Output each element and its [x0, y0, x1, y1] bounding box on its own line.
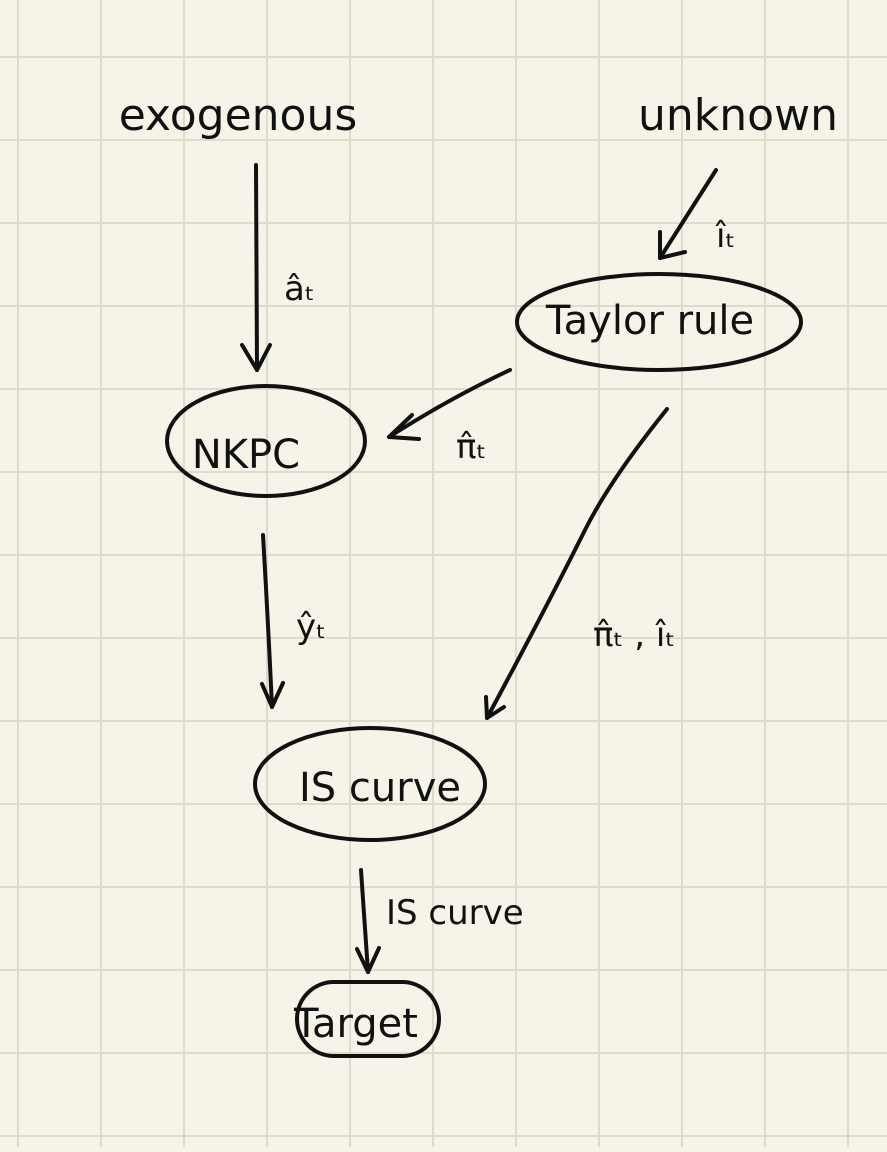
- edge-nkpc-to-is-curve: [260, 533, 285, 709]
- unknown-label: unknown: [638, 90, 838, 141]
- edge-unknown-to-taylor: [658, 168, 718, 260]
- edge-is-curve-to-target-arrowhead: [355, 946, 381, 974]
- is-curve-ellipse: [253, 726, 487, 842]
- edge-unknown-to-taylor-arrowhead: [658, 230, 687, 260]
- edge-taylor-to-is-curve-arrowhead: [484, 695, 506, 720]
- edge-nkpc-to-is-curve-line: [261, 533, 274, 709]
- edge-taylor-to-is-curve-line: [485, 407, 669, 720]
- is-curve-label: IS curve: [299, 765, 461, 811]
- edge-label-pi-i: π̂ₜ , îₜ: [593, 615, 675, 655]
- edge-taylor-to-nkpc: [387, 368, 512, 441]
- nkpc-ellipse: [165, 384, 367, 498]
- edge-nkpc-to-is-curve-arrowhead: [260, 681, 285, 709]
- node-taylor-rule: Taylor rule: [515, 272, 803, 372]
- node-nkpc: NKPC: [165, 384, 367, 498]
- edge-exogenous-to-nkpc-arrowhead: [240, 343, 272, 372]
- exogenous-label: exogenous: [119, 90, 358, 141]
- nkpc-label: NKPC: [192, 432, 300, 478]
- node-target: Target: [293, 980, 441, 1058]
- edge-exogenous-to-nkpc: [240, 163, 272, 372]
- target-shape: [295, 980, 441, 1058]
- node-is-curve: IS curve: [253, 726, 487, 842]
- taylor-rule-label: Taylor rule: [545, 298, 754, 344]
- edge-exogenous-to-nkpc-line: [254, 163, 259, 372]
- edge-taylor-to-is-curve: [484, 407, 669, 720]
- edge-label-pi-t: π̂ₜ: [456, 427, 487, 467]
- edge-taylor-to-nkpc-line: [387, 368, 512, 439]
- edge-is-curve-to-target: [355, 868, 381, 974]
- taylor-rule-ellipse: [515, 272, 803, 372]
- edge-is-curve-to-target-line: [359, 868, 370, 974]
- edge-label-i-t: îₜ: [715, 216, 735, 256]
- edge-label-a-t: âₜ: [284, 269, 315, 309]
- edge-label-is-curve: IS curve: [386, 893, 524, 933]
- target-label: Target: [293, 1001, 418, 1047]
- edge-taylor-to-nkpc-arrowhead: [387, 413, 421, 441]
- edge-label-y-t: ŷₜ: [296, 607, 326, 647]
- edge-unknown-to-taylor-line: [658, 168, 718, 260]
